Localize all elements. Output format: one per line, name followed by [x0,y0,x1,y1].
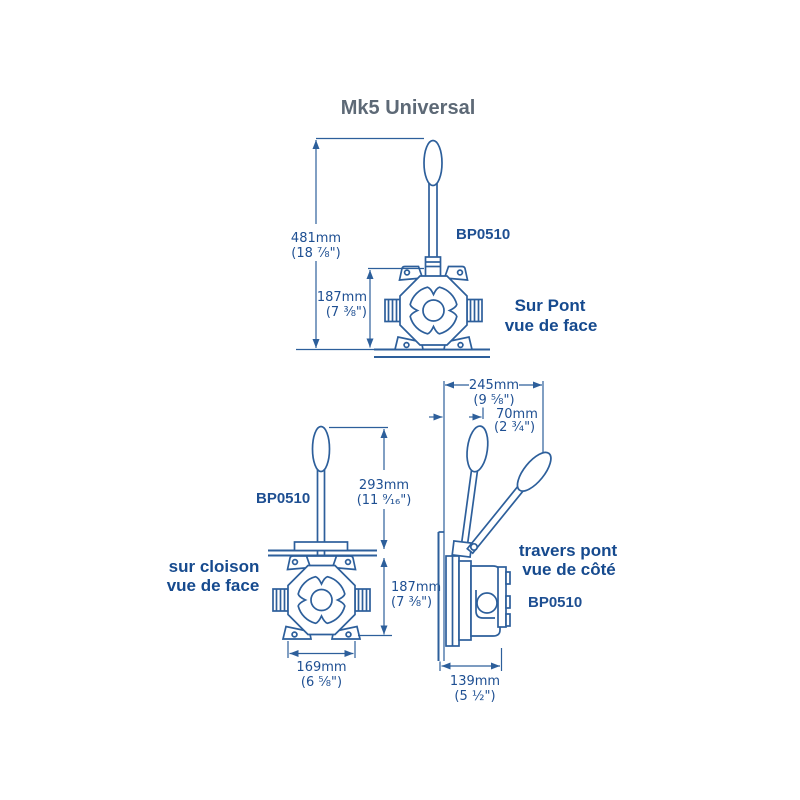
dimension-169mm: 169mm (6 ⅝") [287,641,356,690]
dimension-187mm-bulkhead: 187mm (7 ⅜") [358,558,441,637]
dimension-293mm: 293mm (11 ⁹⁄₁₆") [329,426,412,549]
dimension-481mm: 481mm (18 ⅞") [291,137,424,348]
dim-70-in-label: (2 ¾") [494,420,535,435]
part-number-deck-front: BP0510 [456,226,510,243]
dim-293-mm-label: 293mm [359,478,409,493]
handle-position-up [460,425,489,550]
dim-169-in-label: (6 ⅝") [301,675,342,690]
dimension-139mm: 139mm (5 ½") [439,648,503,704]
dim-245-in-label: (9 ⅝") [473,393,514,408]
outlet-port [476,592,498,614]
dim-187-deck-mm-label: 187mm [317,290,367,305]
dim-187-deck-in-label: (7 ⅜") [326,305,367,320]
handle-grip [423,139,443,187]
dim-187-bulkhead-mm-label: 187mm [391,580,441,595]
handle-position-swung [466,451,552,555]
part-number-bulkhead-front: BP0510 [256,490,310,507]
bulkhead-front-view: 293mm (11 ⁹⁄₁₆") 187mm (7 ⅜") 169mm (6 ⅝… [167,425,441,690]
handle-grip [516,451,552,492]
deck-side-view: 245mm (9 ⅝") 70mm (2 ¾") 139mm (5 ½") BP… [429,378,617,704]
handle-grip [311,425,331,473]
handle-pivot-pin [469,542,479,552]
dim-187-bulkhead-in-label: (7 ⅜") [391,595,432,610]
mounting-flange [293,541,349,552]
deck-front-view: 481mm (18 ⅞") 187mm (7 ⅜") BP0510 Sur Po… [291,137,598,358]
pump-body-front [384,265,483,351]
part-number-deck-side: BP0510 [528,594,582,611]
view-label-deck-front-line1: Sur Pont [515,296,586,315]
pump-body-front [272,555,371,640]
handle-grip [466,425,489,473]
page-title: Mk5 Universal [341,97,476,119]
dim-481-in-label: (18 ⅞") [291,246,340,261]
dim-169-mm-label: 169mm [296,660,346,675]
clamp-ring [497,566,507,628]
pump-handle [311,425,331,557]
dim-245-mm-label: 245mm [469,378,519,393]
pump-body-side [445,555,511,647]
view-label-bulkhead-line1: sur cloison [169,557,260,576]
dimension-70mm: 70mm (2 ¾") [429,407,538,435]
view-label-deck-front-line2: vue de face [505,316,598,335]
pump-handle [423,139,443,278]
view-label-side-line2: vue de côté [522,560,616,579]
dim-293-in-label: (11 ⁹⁄₁₆") [357,493,412,508]
dim-139-in-label: (5 ½") [454,689,495,704]
dim-70-mm-label: 70mm [496,407,538,422]
dim-481-mm-label: 481mm [291,231,341,246]
dimension-245mm: 245mm (9 ⅝") [445,378,544,452]
view-label-side-line1: travers pont [519,541,618,560]
dimension-187mm-deck: 187mm (7 ⅜") [317,267,424,348]
view-label-bulkhead-line2: vue de face [167,576,260,595]
dim-139-mm-label: 139mm [450,674,500,689]
